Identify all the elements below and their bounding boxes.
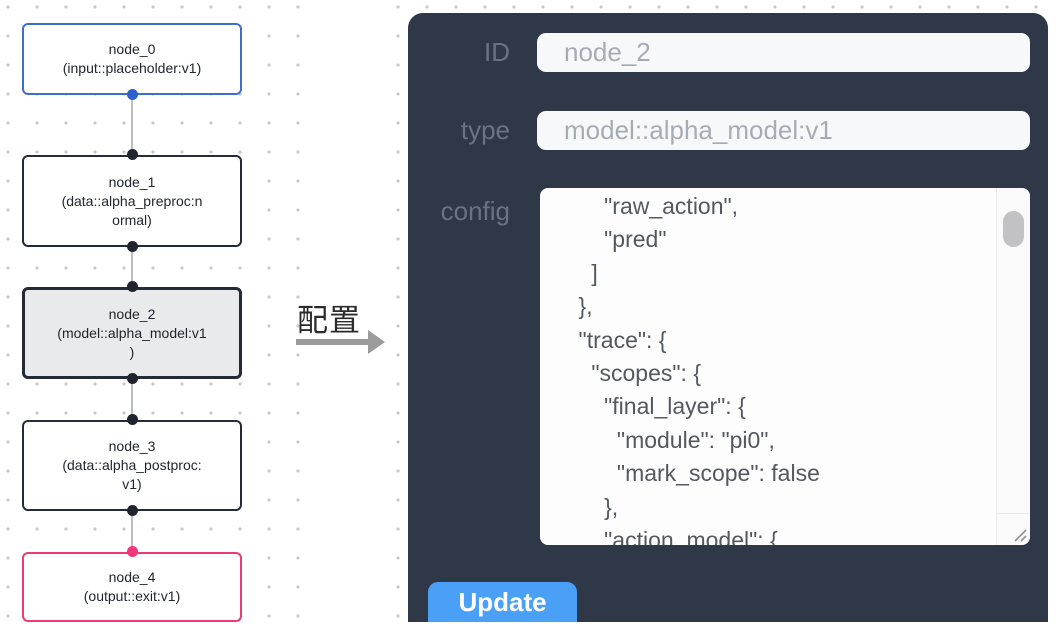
node-type-label: ormal) bbox=[112, 211, 152, 228]
node-type-label: (data::alpha_postproc: bbox=[62, 457, 202, 473]
flow-node-node_2-selected[interactable]: node_2 (model::alpha_model:v1 ) bbox=[22, 287, 242, 379]
port-node1-input[interactable] bbox=[127, 149, 138, 160]
node-type-label: ) bbox=[129, 343, 135, 360]
edge-node2-node3 bbox=[131, 379, 133, 420]
resize-handle-icon[interactable] bbox=[1009, 524, 1027, 542]
node-title: node_3 bbox=[108, 438, 156, 454]
node-title: node_4 bbox=[108, 569, 156, 585]
port-node2-output[interactable] bbox=[127, 373, 138, 384]
config-scrollbar-thumb[interactable] bbox=[1003, 211, 1024, 247]
id-input[interactable] bbox=[537, 33, 1030, 72]
node-properties-panel: ID type config "raw_action", "pred" ] },… bbox=[408, 13, 1048, 622]
flow-node-node_1[interactable]: node_1 (data::alpha_preproc:n ormal) bbox=[22, 155, 242, 247]
flow-node-node_3[interactable]: node_3 (data::alpha_postproc: v1) bbox=[22, 420, 242, 511]
flow-node-node_0[interactable]: node_0 (input::placeholder:v1) bbox=[22, 23, 242, 95]
node-type-label: v1) bbox=[122, 476, 142, 492]
type-input[interactable] bbox=[537, 111, 1030, 150]
node-title: node_0 bbox=[108, 41, 156, 57]
port-node3-input[interactable] bbox=[127, 414, 138, 425]
flow-node-node_4[interactable]: node_4 (output::exit:v1) bbox=[22, 552, 242, 622]
config-json-text: "raw_action", "pred" ] }, "trace": { "sc… bbox=[578, 193, 820, 545]
right-arrow-icon bbox=[296, 339, 370, 345]
update-button[interactable]: Update bbox=[428, 582, 577, 622]
right-arrow-head-icon bbox=[368, 330, 385, 354]
node-type-label: (data::alpha_preproc:n bbox=[61, 192, 203, 209]
node-title: node_2 bbox=[108, 305, 156, 322]
node-type-label: (output::exit:v1) bbox=[83, 588, 181, 604]
config-caption: 配置 bbox=[297, 303, 361, 338]
node-type-label: (input::placeholder:v1) bbox=[62, 60, 202, 76]
port-node3-output[interactable] bbox=[127, 505, 138, 516]
node-title: node_1 bbox=[108, 173, 156, 190]
port-node0-output[interactable] bbox=[127, 89, 138, 100]
edge-node1-node2 bbox=[131, 247, 133, 287]
config-field-label: config bbox=[440, 196, 510, 226]
config-scrollbar[interactable] bbox=[996, 188, 1030, 545]
config-scrollbar-corner bbox=[997, 513, 1030, 545]
type-field-label: type bbox=[460, 115, 510, 145]
config-textarea[interactable]: "raw_action", "pred" ] }, "trace": { "sc… bbox=[540, 188, 1030, 545]
port-node1-output[interactable] bbox=[127, 241, 138, 252]
port-node2-input[interactable] bbox=[127, 281, 138, 292]
port-node4-input[interactable] bbox=[127, 546, 138, 557]
edge-node3-node4 bbox=[131, 511, 133, 552]
node-type-label: (model::alpha_model:v1 bbox=[57, 324, 207, 341]
id-field-label: ID bbox=[484, 37, 510, 67]
edge-node0-node1 bbox=[131, 95, 133, 155]
